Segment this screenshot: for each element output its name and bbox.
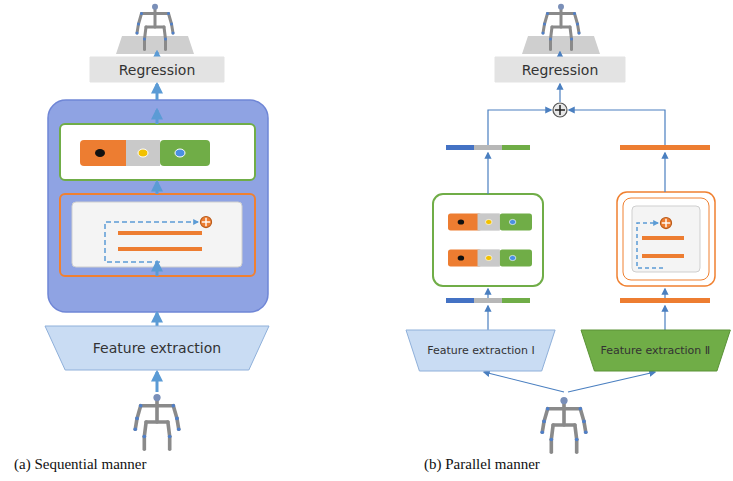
caption-label: (b) Parallel manner	[424, 456, 540, 473]
node-text: Regression	[119, 62, 196, 78]
node-text: Regression	[522, 62, 599, 78]
feature-extraction-trapezoid: Feature extraction Ⅰ	[406, 330, 555, 371]
node-text: Feature extraction	[93, 340, 221, 356]
node-text: Feature extraction Ⅱ	[600, 344, 710, 357]
node-text: Feature extraction Ⅰ	[427, 344, 535, 357]
feature-extraction-trapezoid: Feature extraction Ⅱ	[581, 330, 730, 371]
regression-box: Regression	[90, 57, 224, 82]
regression-box: Regression	[495, 57, 625, 82]
caption-label: (a) Sequential manner	[14, 456, 146, 473]
feature-extraction-trapezoid: Feature extraction	[45, 326, 269, 370]
